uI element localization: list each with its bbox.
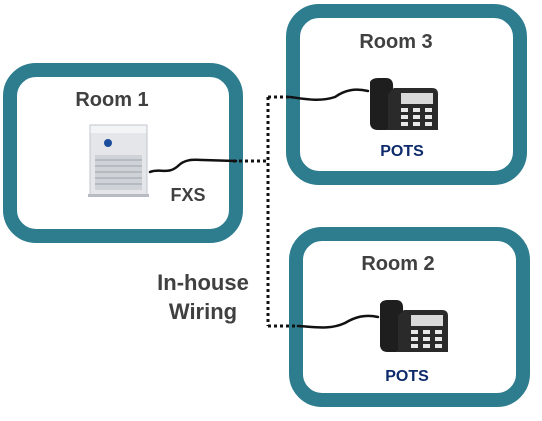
room3-pots-label: POTS (380, 143, 424, 160)
fxs-cord (148, 158, 238, 174)
desk-phone-icon (380, 300, 448, 352)
room3-title: Room 3 (359, 31, 432, 53)
room2-title: Room 2 (361, 253, 434, 275)
wiring-label-line1: In-house (157, 270, 249, 295)
wiring-label-line2: Wiring (169, 299, 237, 324)
room2-pots-label: POTS (385, 368, 429, 385)
in-house-wiring-line (233, 95, 298, 328)
room1-title: Room 1 (75, 89, 148, 111)
room3-phone-cord (288, 88, 370, 101)
gateway-device-icon (88, 124, 149, 197)
desk-phone-icon (370, 78, 438, 130)
room2-phone-cord (296, 314, 380, 329)
fxs-label: FXS (170, 185, 205, 205)
